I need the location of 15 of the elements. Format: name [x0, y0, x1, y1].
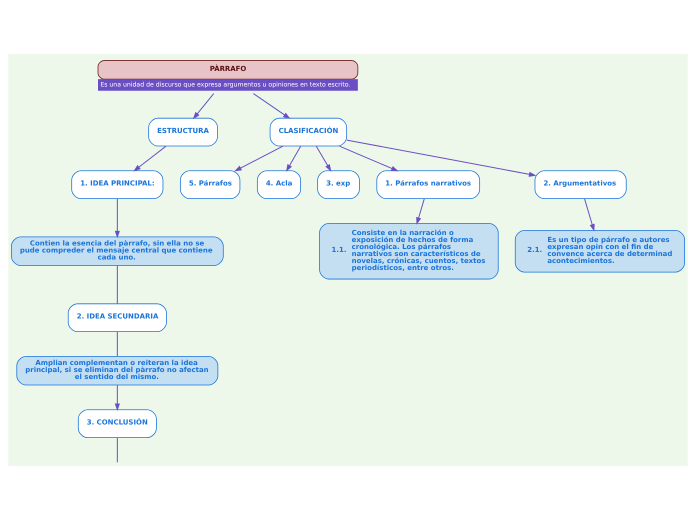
arrow — [114, 385, 120, 411]
arrow — [416, 198, 425, 225]
arrow — [253, 93, 290, 120]
arrow — [234, 146, 284, 172]
connector — [116, 438, 118, 462]
arrow — [339, 146, 399, 172]
connector — [116, 266, 118, 304]
arrow — [584, 198, 595, 232]
arrow — [114, 198, 120, 238]
arrow — [316, 146, 332, 172]
arrow — [192, 93, 214, 120]
arrow — [346, 140, 536, 177]
arrow — [286, 146, 302, 172]
connector — [116, 332, 118, 356]
arrow — [133, 146, 166, 172]
